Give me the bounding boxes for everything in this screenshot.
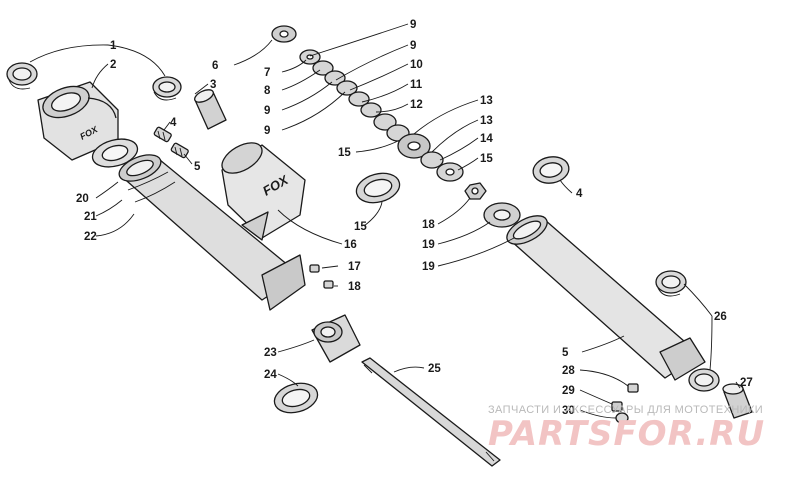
- callout-29: 16: [344, 239, 357, 251]
- part-pin-11: [309, 264, 320, 273]
- callout-15: 9: [264, 105, 270, 117]
- callout-22: 18: [422, 219, 435, 231]
- callout-6: 22: [84, 231, 97, 243]
- part-ring-9-lower: [273, 382, 319, 414]
- callout-16: 9: [264, 125, 270, 137]
- callout-23: 19: [422, 239, 435, 251]
- part-upper-mount: FOX: [37, 81, 119, 161]
- callout-2: 4: [170, 117, 177, 129]
- part-bushing-4-right: [655, 270, 720, 392]
- callout-3: 2: [110, 59, 116, 71]
- part-nut-22: [464, 182, 487, 200]
- leader-lines: [29, 23, 741, 419]
- callout-15: 14: [480, 133, 493, 145]
- callout-4: 26: [714, 311, 727, 323]
- callout-17: 9: [410, 19, 416, 31]
- callout-19: 10: [410, 59, 423, 71]
- callout-9: 15: [354, 221, 367, 233]
- part-ring-9-right: [532, 156, 570, 184]
- part-bushing-4b: [152, 76, 182, 101]
- part-valve-stack: [271, 25, 464, 182]
- part-fitting-1: [170, 142, 189, 159]
- callout-5: 3: [210, 79, 216, 91]
- part-fitting-2: [153, 126, 172, 143]
- callout-30: 20: [76, 193, 89, 205]
- callout-27: 29: [562, 385, 575, 397]
- callout-5: 27: [740, 377, 753, 389]
- callout-9: 4: [576, 188, 583, 200]
- callout-19: 13: [480, 115, 493, 127]
- part-shaft-7: [361, 357, 501, 467]
- callout-18: 15: [338, 147, 351, 159]
- watermark-caption: ЗАПЧАСТИ И АКСЕССУАРЫ ДЛЯ МОТОТЕХНИКИ: [488, 404, 764, 416]
- callout-11: 17: [348, 261, 361, 273]
- part-washer-23: [483, 202, 521, 228]
- callout-7: 25: [428, 363, 441, 375]
- part-outer-tube-25: [506, 215, 706, 381]
- part-pin-10: [323, 280, 334, 289]
- part-sleeve-5-right: [722, 383, 753, 419]
- callout-1: 5: [194, 161, 201, 173]
- callout-4: 1: [110, 40, 117, 52]
- part-lower-eyelet-8: [311, 314, 361, 363]
- watermark-logo: PARTSFOR.RU: [488, 414, 766, 454]
- callout-18: 9: [410, 40, 416, 52]
- part-26: [627, 383, 639, 393]
- callout-13: 15: [480, 153, 493, 165]
- part-ring-9-center: [355, 172, 401, 204]
- callout-28: 30: [562, 405, 575, 417]
- callout-8: 23: [264, 347, 277, 359]
- part-reservoir-29: FOX: [221, 142, 306, 241]
- callout-12: 6: [212, 60, 218, 72]
- callout-labels: 1 2 3 4 5 6 7 8 9 9 9 9 10 11 12 13 13 1…: [76, 19, 753, 417]
- part-27: [611, 401, 623, 412]
- callout-10: 18: [348, 281, 361, 293]
- callout-15: 11: [410, 79, 423, 91]
- part-ring-30: [91, 138, 139, 168]
- callout-24: 19: [422, 261, 435, 273]
- callout-25: 5: [562, 347, 569, 359]
- callout-21: 13: [480, 95, 493, 107]
- callout-9: 24: [264, 369, 277, 381]
- callout-14: 8: [264, 85, 271, 97]
- part-sleeve-5: [194, 89, 227, 130]
- part-bushing-upper-left: [6, 62, 38, 90]
- callout-26: 28: [562, 365, 575, 377]
- part-main-body-6: [118, 154, 306, 311]
- callout-9: 21: [84, 211, 97, 223]
- callout-20: 12: [410, 99, 423, 111]
- callout-13: 7: [264, 67, 270, 79]
